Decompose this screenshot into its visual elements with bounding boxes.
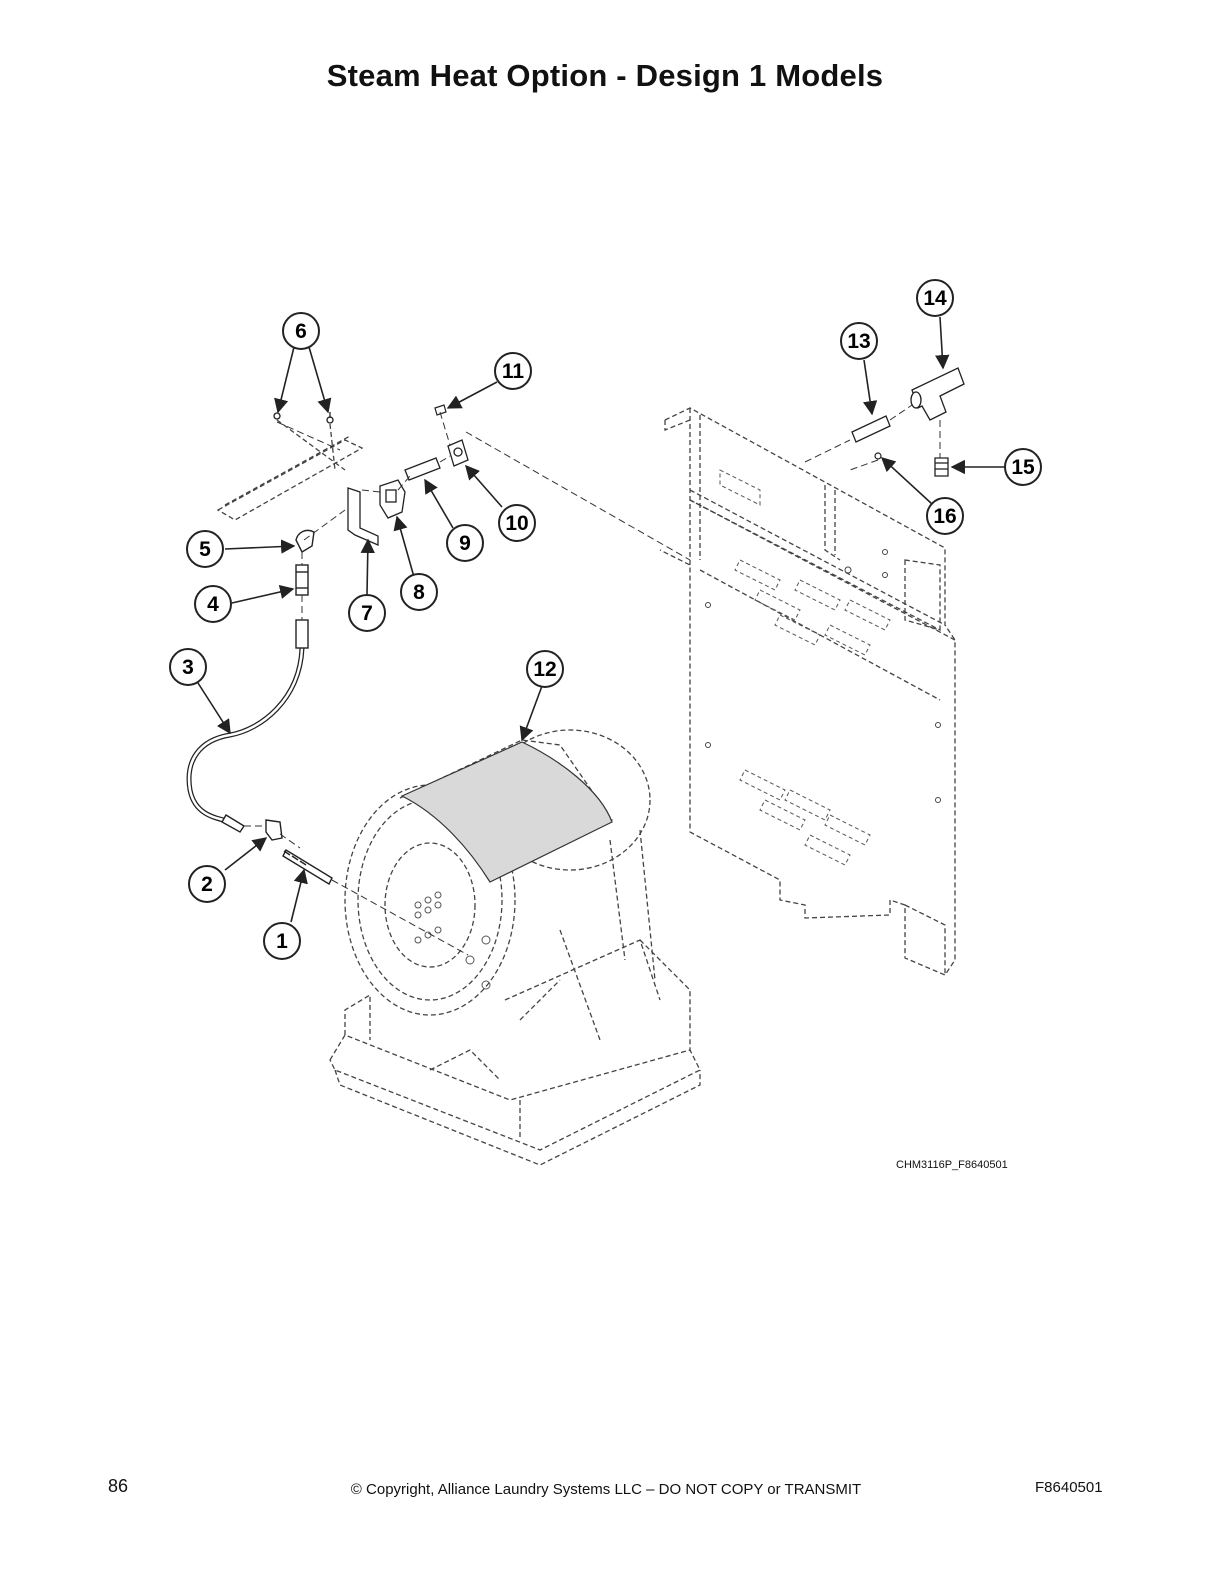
callout-4-label: 4 — [207, 593, 219, 616]
callout-7: 7 — [348, 594, 386, 632]
part-11-washer — [434, 404, 447, 416]
callout-6: 6 — [282, 312, 320, 350]
document-code: F8640501 — [1035, 1479, 1103, 1496]
cabinet-rear-panel — [659, 407, 956, 976]
callout-13: 13 — [840, 322, 878, 360]
callout-10: 10 — [498, 504, 536, 542]
page-title: Steam Heat Option - Design 1 Models — [326, 58, 884, 93]
part-16-screw — [874, 452, 882, 460]
callout-8: 8 — [400, 573, 438, 611]
callout-16-label: 16 — [933, 505, 956, 528]
callout-15-label: 15 — [1011, 456, 1035, 479]
coil-header-holes — [414, 891, 491, 990]
steam-coil-panel — [400, 741, 613, 883]
callout-3-label: 3 — [182, 656, 194, 679]
part-14-tee — [910, 367, 965, 421]
cabinet-holes — [705, 549, 941, 803]
part-15-plug — [934, 457, 949, 477]
leader-arrows — [197, 316, 1005, 923]
callout-9: 9 — [446, 524, 484, 562]
callout-14: 14 — [916, 279, 954, 317]
callout-14-label: 14 — [923, 287, 947, 310]
callout-9-label: 9 — [459, 532, 471, 555]
assembly-lines — [244, 404, 941, 956]
callout-3: 3 — [169, 648, 207, 686]
part-9-nipple — [404, 457, 441, 481]
part-6-bracket-rail — [216, 419, 364, 521]
callout-2: 2 — [188, 865, 226, 903]
callout-8-label: 8 — [413, 581, 425, 604]
callout-1-label: 1 — [276, 930, 288, 953]
part-13-nipple — [851, 415, 891, 443]
part-2-elbow — [265, 819, 283, 841]
figure-id: CHM3116P_F8640501 — [896, 1159, 1008, 1171]
callout-2-label: 2 — [201, 873, 213, 896]
callout-12-label: 12 — [533, 658, 556, 681]
part-5-elbow — [295, 529, 315, 553]
callout-1: 1 — [263, 922, 301, 960]
callout-10-label: 10 — [505, 512, 528, 535]
callout-4: 4 — [194, 585, 232, 623]
part-7-bracket — [347, 487, 379, 546]
page-number: 86 — [108, 1476, 129, 1496]
callout-6-label: 6 — [295, 320, 307, 343]
part-10-fitting — [447, 439, 469, 467]
cabinet-vent-slots — [719, 469, 891, 866]
callout-5: 5 — [186, 530, 224, 568]
part-6-screws — [273, 412, 334, 424]
callout-11: 11 — [494, 352, 532, 390]
part-3-flex-hose — [186, 619, 309, 833]
part-1-nipple — [282, 849, 333, 885]
part-4-pipe-nipple — [295, 564, 309, 596]
copyright-notice: © Copyright, Alliance Laundry Systems LL… — [350, 1481, 862, 1498]
callout-16: 16 — [926, 497, 964, 535]
callout-7-label: 7 — [361, 602, 373, 625]
callout-11-label: 11 — [502, 360, 525, 383]
callout-13-label: 13 — [847, 330, 870, 353]
callout-15: 15 — [1004, 448, 1042, 486]
callout-5-label: 5 — [199, 538, 211, 561]
callout-12: 12 — [526, 650, 564, 688]
